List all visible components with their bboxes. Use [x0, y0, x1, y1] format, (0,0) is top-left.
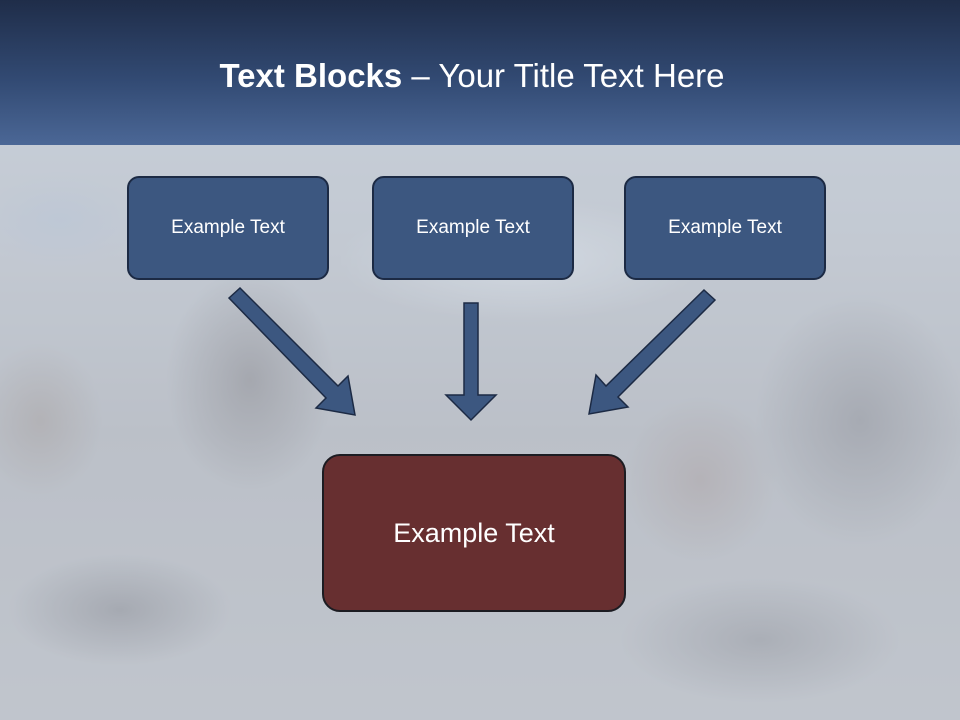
title-bar: Text Blocks – Your Title Text Here: [0, 0, 960, 145]
slide-title: Text Blocks – Your Title Text Here: [0, 56, 944, 96]
arrow-right-icon: [588, 288, 717, 415]
text-block-3[interactable]: Example Text: [624, 176, 826, 280]
arrow-down-icon: [444, 302, 498, 422]
text-block-3-label: Example Text: [668, 217, 782, 238]
text-block-2-label: Example Text: [416, 217, 530, 238]
text-block-2[interactable]: Example Text: [372, 176, 574, 280]
slide-title-bold: Text Blocks: [219, 57, 403, 94]
center-text-block[interactable]: Example Text: [322, 454, 626, 612]
text-block-1[interactable]: Example Text: [127, 176, 329, 280]
arrow-left-icon: [227, 286, 356, 416]
text-block-1-label: Example Text: [171, 217, 285, 238]
center-text-block-label: Example Text: [393, 517, 555, 548]
slide-title-rest: – Your Title Text Here: [402, 57, 725, 94]
